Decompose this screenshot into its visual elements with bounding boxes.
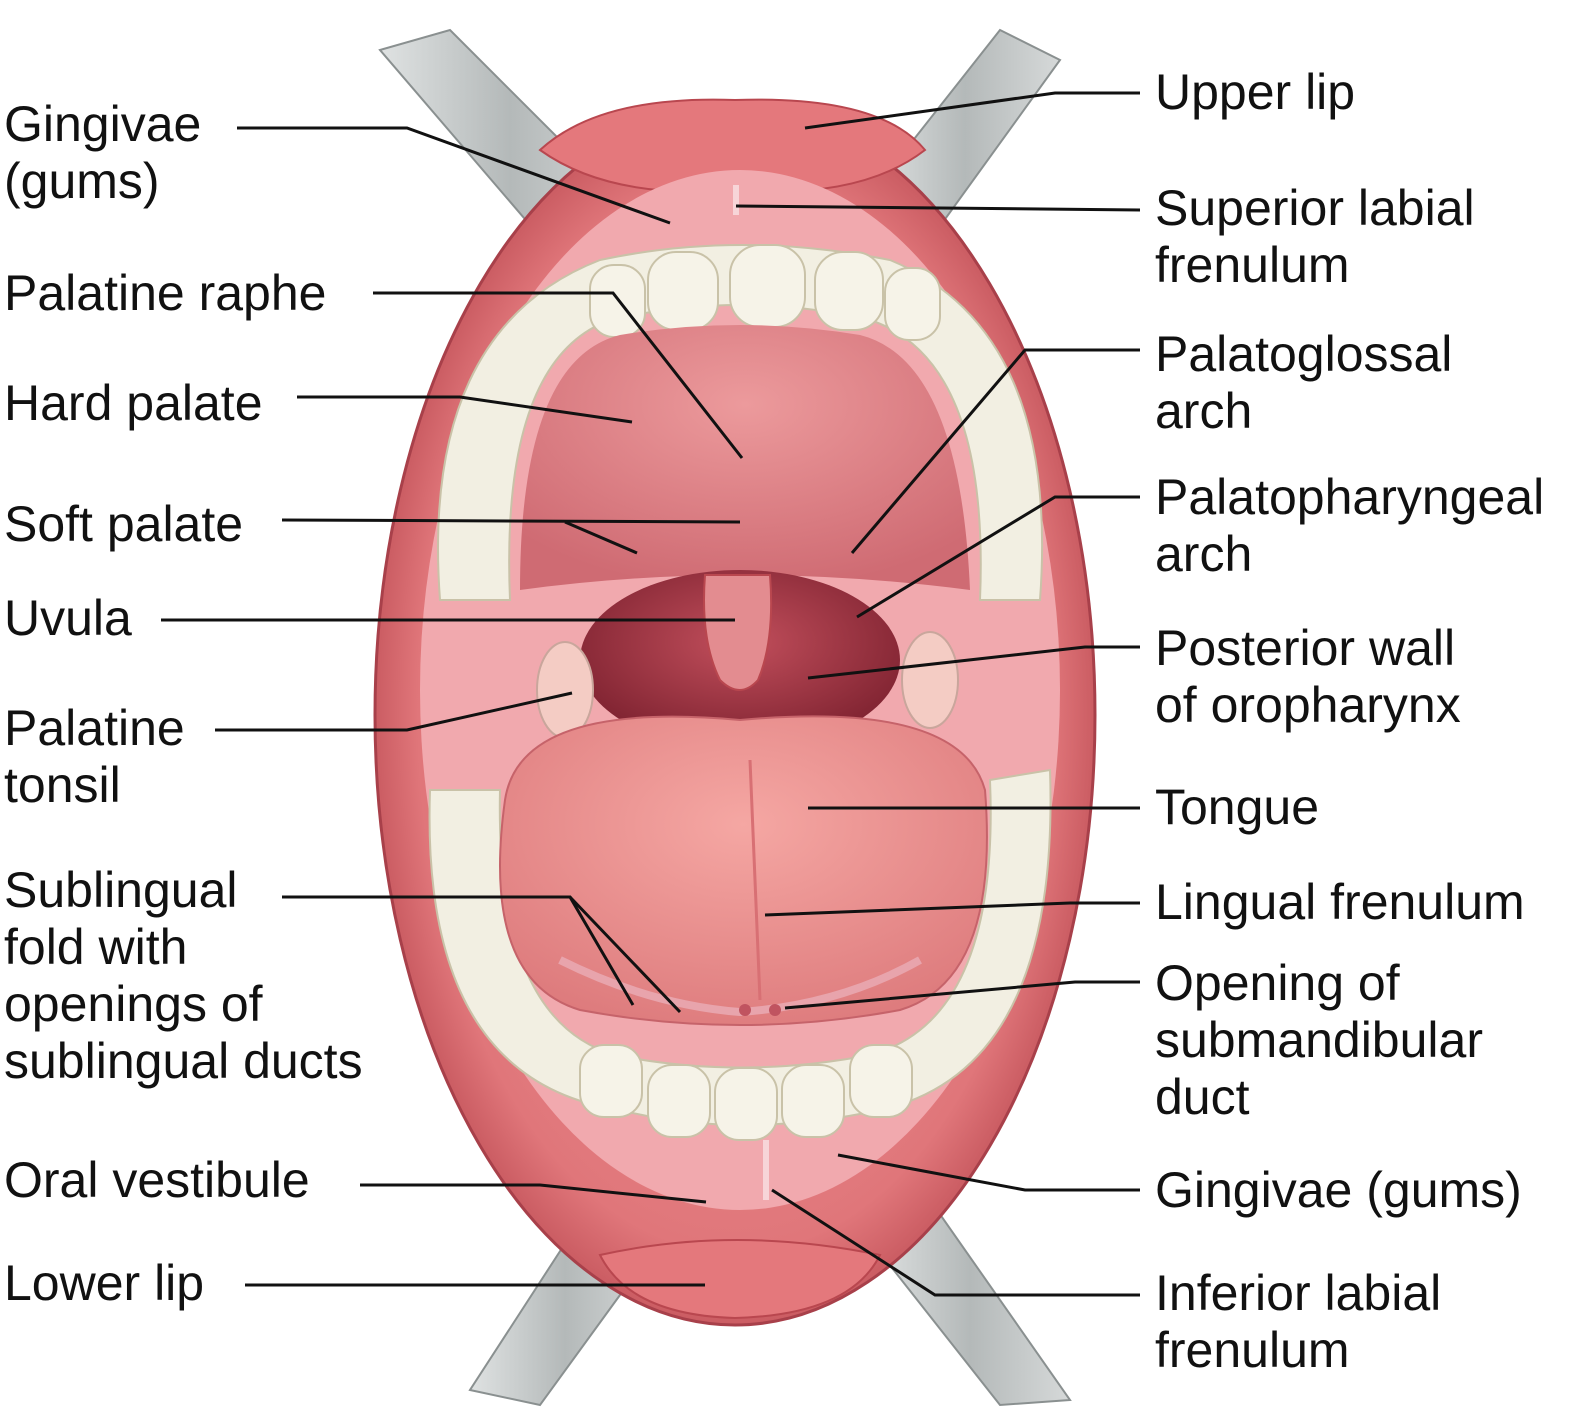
label-tongue: Tongue	[1155, 779, 1320, 835]
label-oral-vestibule: Oral vestibule	[4, 1152, 310, 1208]
leader-superior-labial	[735, 204, 1141, 212]
leader-palatine-raphe	[373, 291, 744, 459]
label-submandibular-duct: Opening of submandibular duct	[1155, 955, 1483, 1125]
label-palatine-raphe: Palatine raphe	[4, 265, 327, 321]
lower-lip	[598, 1239, 882, 1320]
leader-inferior-labial	[771, 1188, 1140, 1297]
leader-posterior-wall	[807, 645, 1140, 680]
submandibular-duct-left	[739, 1004, 751, 1016]
label-posterior-wall: Posterior wall of oropharynx	[1155, 620, 1461, 733]
label-palatine-tonsil: Palatine tonsil	[4, 700, 185, 813]
leader-palatine-tonsil	[215, 691, 573, 732]
tonsil-right	[901, 631, 959, 729]
leader-lines	[161, 91, 1141, 1297]
leader-oral-vestibule	[360, 1183, 707, 1204]
label-hard-palate: Hard palate	[4, 375, 263, 431]
tongue	[499, 715, 988, 1026]
leader-gingivae-lower	[837, 1153, 1140, 1192]
label-palatopharyngeal-arch: Palatopharyngeal arch	[1155, 469, 1545, 582]
leader-soft-palate-2	[564, 520, 638, 555]
label-lower-lip: Lower lip	[4, 1255, 205, 1311]
palate	[520, 325, 970, 590]
tonsil-left	[536, 641, 594, 739]
lower-incisors	[579, 1044, 913, 1141]
leader-palatopharyngeal	[856, 495, 1140, 619]
label-gingivae-lower: Gingivae (gums)	[1155, 1162, 1522, 1218]
label-superior-labial-frenulum: Superior labial frenulum	[1155, 180, 1475, 293]
label-palatoglossal-arch: Palatoglossal arch	[1155, 326, 1453, 439]
leader-hard-palate	[297, 395, 633, 424]
tongue-midline	[748, 759, 762, 1001]
uvula	[703, 574, 773, 691]
leader-submandibular	[784, 980, 1140, 1010]
leader-soft-palate	[281, 518, 741, 524]
leader-gingivae-upper	[237, 126, 671, 225]
label-sublingual-fold: Sublingual fold with openings of subling…	[4, 862, 363, 1089]
label-lingual-frenulum: Lingual frenulum	[1155, 874, 1525, 930]
leader-palatoglossal	[850, 348, 1140, 554]
label-gingivae-upper: Gingivae (gums)	[4, 96, 202, 209]
submandibular-duct-right	[769, 1004, 781, 1016]
leader-sublingual-2	[568, 895, 682, 1014]
label-upper-lip: Upper lip	[1155, 64, 1356, 120]
label-soft-palate: Soft palate	[4, 496, 244, 552]
label-uvula: Uvula	[4, 590, 132, 646]
leader-lingual-frenulum	[764, 901, 1140, 917]
label-inferior-labial-frenulum: Inferior labial frenulum	[1155, 1265, 1442, 1378]
leader-upper-lip	[804, 91, 1140, 130]
